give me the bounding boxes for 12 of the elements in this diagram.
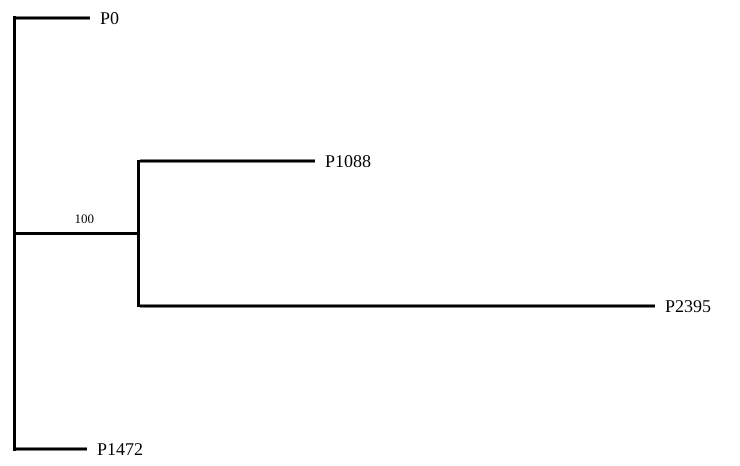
edge-label: 100: [74, 212, 94, 226]
tree-branch-line: [140, 304, 655, 308]
tree-branch-line: [140, 160, 315, 162]
tree-branch-line: [13, 16, 16, 451]
tree-branch-line: [16, 16, 90, 20]
tree-branch-line: [137, 160, 140, 307]
leaf-label: P2395: [665, 296, 712, 316]
tree-branch-line: [16, 448, 87, 450]
tree-branch-line: [16, 232, 137, 235]
leaf-label: P0: [100, 8, 120, 28]
leaf-label: P1088: [325, 151, 372, 171]
leaf-label: P1472: [97, 439, 144, 459]
